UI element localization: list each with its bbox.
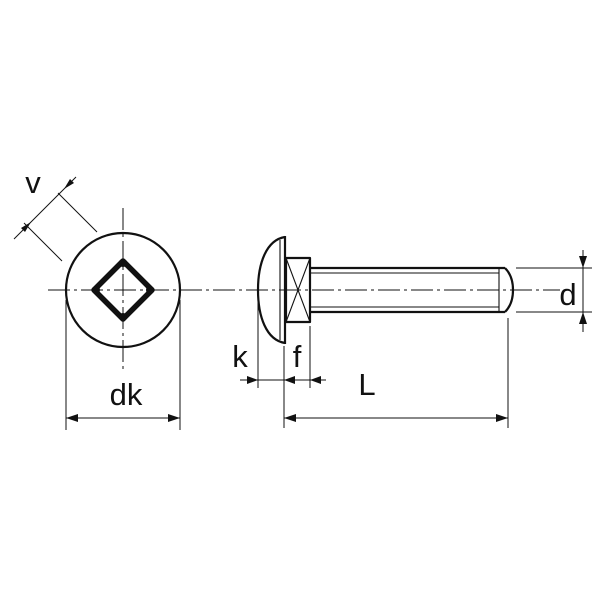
bolt-side-view xyxy=(256,235,515,345)
square-corner-left xyxy=(92,286,100,294)
k-arrowhead-right xyxy=(284,376,295,384)
d-arrowhead-bottom xyxy=(579,312,587,324)
square-corner-right xyxy=(146,286,154,294)
head-end-view xyxy=(48,208,560,372)
square-corner-bottom xyxy=(119,313,127,321)
d-arrowhead-top xyxy=(579,256,587,268)
dk-arrowhead-left xyxy=(66,414,78,422)
head-outline-circle xyxy=(64,231,182,349)
square-neck xyxy=(284,256,312,324)
d-label: d xyxy=(559,277,576,312)
d-dimension: d xyxy=(516,250,592,332)
domed-head xyxy=(256,235,286,345)
dk-label: dk xyxy=(110,377,143,412)
k-arrowhead-left xyxy=(247,376,258,384)
f-arrowhead-right xyxy=(310,376,321,384)
L-dimension: L xyxy=(283,318,509,428)
dk-arrowhead-right xyxy=(168,414,180,422)
v-arrowhead-upper xyxy=(64,179,74,189)
v-dimension: v xyxy=(13,165,98,262)
v-extension-line-lower xyxy=(23,222,63,262)
L-label: L xyxy=(358,367,375,402)
bolt-end-chamfer xyxy=(504,267,515,313)
L-arrowhead-right xyxy=(496,414,508,422)
f-label: f xyxy=(293,339,302,374)
L-arrowhead-left xyxy=(284,414,296,422)
v-extension-line-upper xyxy=(57,192,98,233)
v-label: v xyxy=(25,165,41,200)
dk-dimension: dk xyxy=(65,300,181,430)
neck-diagonal-2 xyxy=(285,257,311,323)
k-f-dimensions: k f xyxy=(232,300,326,388)
square-corner-top xyxy=(119,259,127,267)
v-arrowhead-lower xyxy=(21,222,31,232)
k-label: k xyxy=(232,339,248,374)
